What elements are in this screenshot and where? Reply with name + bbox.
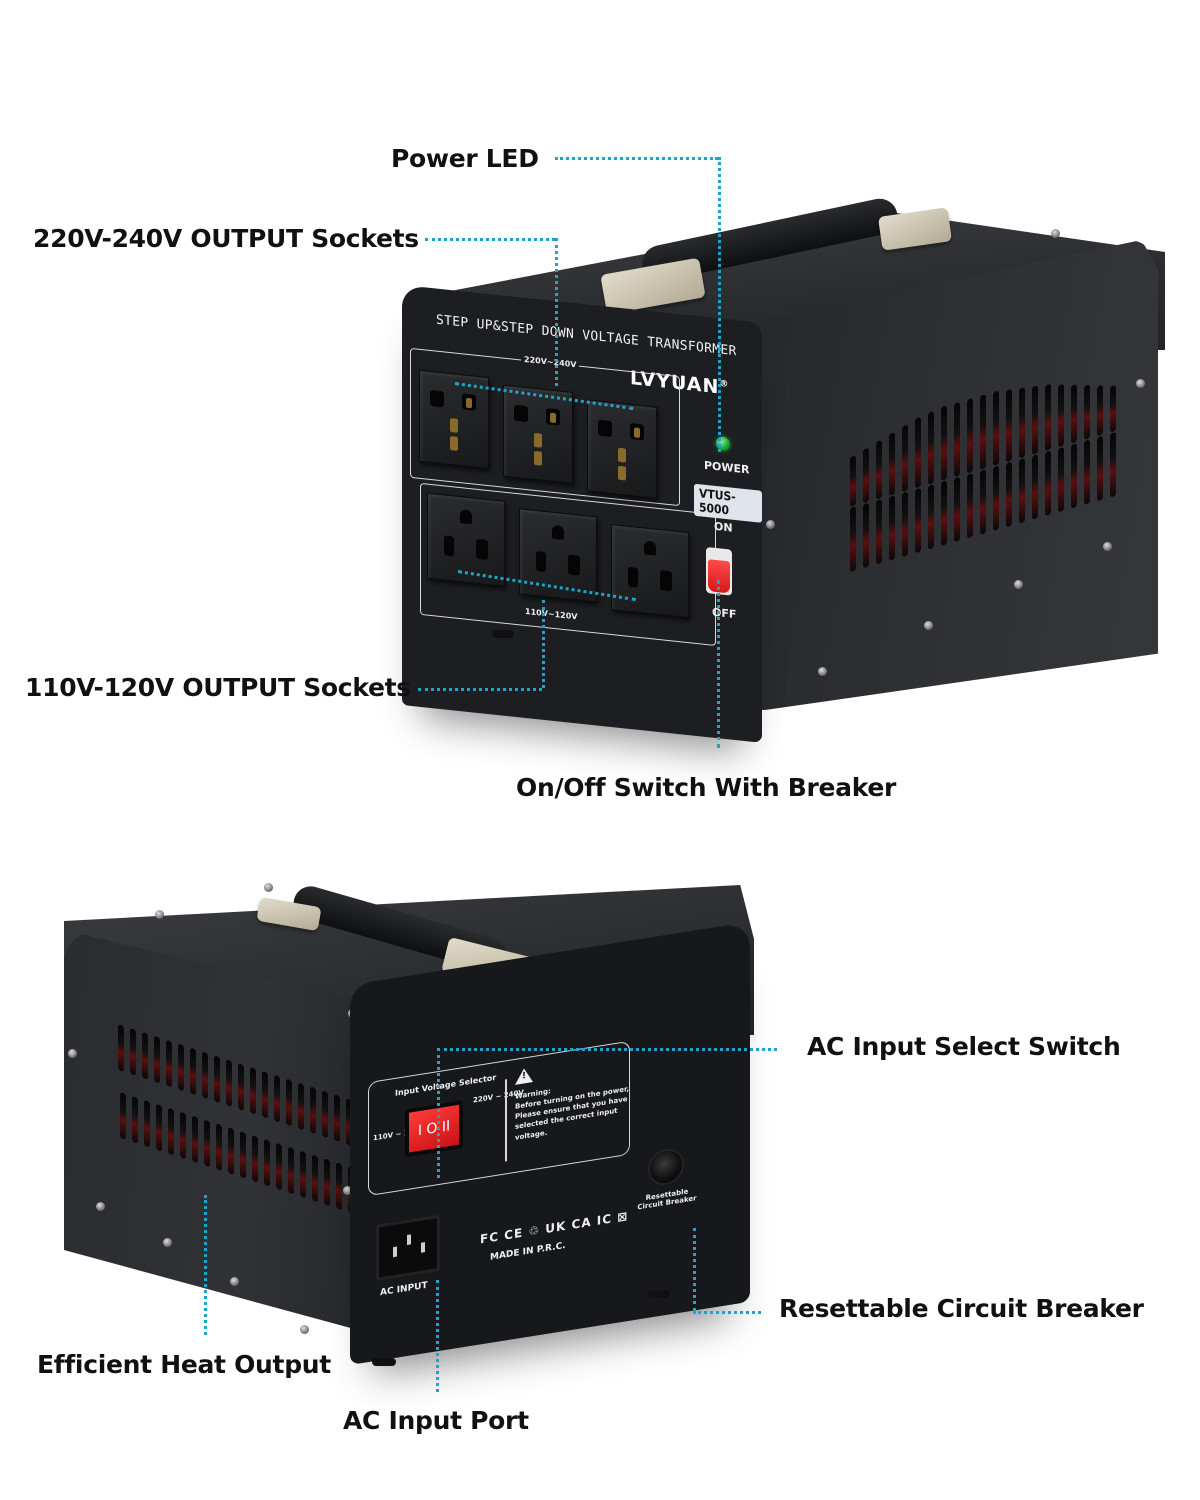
rubber-foot [492,630,514,638]
screw [1103,542,1112,551]
screw [163,1238,172,1247]
leader-line [436,1280,439,1392]
socket-group-label: 220V~240V [521,354,580,370]
rubber-foot [648,1290,670,1298]
made-in-label: MADE IN P.R.C. [490,1240,566,1263]
screw [300,1325,309,1334]
callout-110-120v-sockets: 110V-120V OUTPUT Sockets [25,673,411,702]
us-socket-3[interactable] [611,523,689,619]
breaker-label: Resettable Circuit Breaker [637,1187,697,1212]
screw [68,1049,77,1058]
leader-line [555,238,558,386]
on-label: ON [714,519,733,535]
leader-line [425,238,555,241]
panel-title: STEP UP&STEP DOWN VOLTAGE TRANSFORMER [436,312,737,360]
screw [230,1277,239,1286]
callout-heat-output: Efficient Heat Output [37,1350,331,1379]
callout-ac-input-select: AC Input Select Switch [807,1032,1121,1061]
off-label: OFF [712,605,737,622]
rear-panel: Input Voltage Selector 110V ~ 120V I O I… [350,921,750,1365]
leader-line [693,1228,696,1311]
leader-line [437,1048,777,1051]
callout-ac-input-port: AC Input Port [343,1406,529,1435]
screw [924,621,933,630]
leader-line [693,1311,761,1314]
screw [343,1186,352,1195]
voltage-selector-label: Input Voltage Selector 110V ~ 120V I O I… [368,1040,630,1197]
leader-line [437,1048,440,1178]
callout-on-off-switch: On/Off Switch With Breaker [516,773,897,802]
leader-line [418,688,542,691]
callout-resettable-breaker: Resettable Circuit Breaker [779,1294,1144,1323]
screw [155,910,164,919]
front-panel: STEP UP&STEP DOWN VOLTAGE TRANSFORMER LV… [402,285,762,743]
leader-line [717,580,720,748]
screw [766,520,775,529]
warning-triangle-icon [515,1067,533,1085]
screw [264,883,273,892]
leader-line [542,600,545,688]
ac-input-port[interactable] [376,1214,440,1281]
universal-socket-3[interactable] [587,399,657,499]
callout-power-led: Power LED [391,144,539,173]
label-divider [505,1079,507,1162]
screw [96,1202,105,1211]
input-voltage-selector-switch[interactable]: I O II [405,1100,463,1158]
power-label: POWER [704,458,750,477]
screw [1014,580,1023,589]
socket-group-label: 110V~120V [525,606,578,622]
callout-220-240v-sockets: 220V-240V OUTPUT Sockets [33,224,419,253]
certification-marks: FC CE ♲ UK CA IC ⊠ [480,1208,629,1247]
leader-line [555,157,718,160]
socket-group-110-120v: 110V~120V [420,482,716,647]
ac-input-label: AC INPUT [380,1280,428,1299]
screw [818,667,827,676]
leader-line [718,157,721,452]
screw [1051,229,1060,238]
resettable-breaker-button[interactable] [648,1146,684,1188]
screw [1136,379,1145,388]
warning-text: Warning: Before turning on the power, Pl… [515,1084,630,1142]
socket-group-220-240v: 220V~240V [410,347,680,507]
rubber-foot [372,1358,396,1366]
leader-line [204,1195,207,1335]
